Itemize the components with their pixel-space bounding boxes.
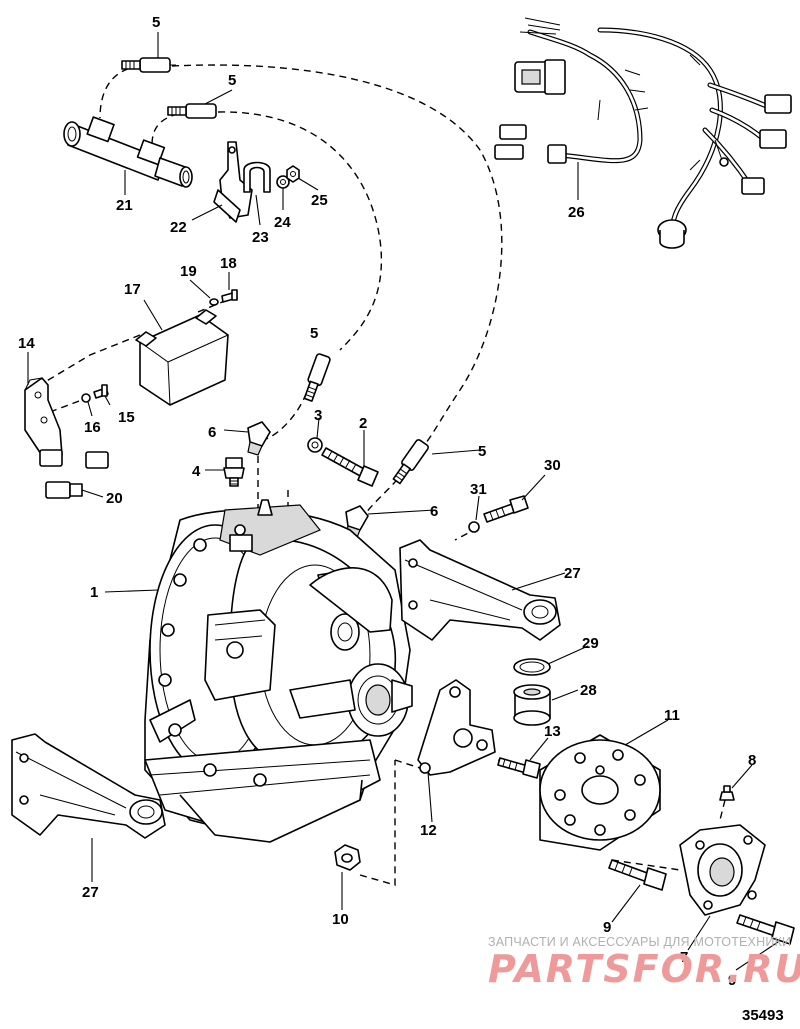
engine-mount-27-right [399, 539, 561, 641]
callout-6: 6 [208, 424, 216, 441]
watermark-tagline: ЗАПЧАСТИ И АКСЕССУАРЫ ДЛЯ МОТОТЕХНИКИ [488, 935, 791, 949]
callout-24: 24 [274, 214, 291, 231]
wiring-harness [494, 17, 792, 249]
callout-9: 9 [603, 919, 611, 936]
manifold-tube [63, 116, 193, 188]
sensor-5-top [121, 57, 176, 73]
callout-1: 1 [90, 584, 98, 601]
callout-15: 15 [118, 409, 135, 426]
callout-19: 19 [180, 263, 197, 280]
bolt-13 [497, 757, 541, 779]
callout-27: 27 [564, 565, 581, 582]
drive-coupler-11 [539, 734, 661, 851]
sensor-5-middle [167, 103, 217, 119]
callout-7: 7 [680, 949, 688, 966]
control-module-17 [135, 309, 229, 406]
bushing-28 [513, 684, 551, 726]
bracket-clamp-22 [213, 141, 253, 223]
grease-fitting-8 [719, 785, 735, 801]
bolt-2 [321, 447, 379, 487]
elbow-fitting-6-left [247, 421, 271, 456]
callout-31: 31 [470, 481, 487, 498]
callout-22: 22 [170, 219, 187, 236]
callout-2: 2 [359, 415, 367, 432]
callout-12: 12 [420, 822, 437, 839]
mounting-bracket-14 [24, 377, 63, 461]
callout-3: 3 [314, 407, 322, 424]
drawing-number: 35493 [742, 1007, 784, 1024]
washer-16 [81, 393, 91, 403]
callout-6: 6 [430, 503, 438, 520]
callout-4: 4 [192, 463, 201, 480]
callout-28: 28 [580, 682, 597, 699]
connector-20 [39, 449, 109, 499]
leader-lines [27, 32, 779, 971]
callout-16: 16 [84, 419, 101, 436]
callout-26: 26 [568, 204, 585, 221]
callout-18: 18 [220, 255, 237, 272]
callout-27: 27 [82, 884, 99, 901]
callout-9: 9 [728, 972, 736, 989]
sensor-5-lower [303, 353, 331, 402]
callout-25: 25 [311, 192, 328, 209]
watermark-logo: PARTSFOR.RU [488, 947, 800, 991]
callout-10: 10 [332, 911, 349, 928]
watermark: ЗАПЧАСТИ И АКСЕССУАРЫ ДЛЯ МОТОТЕХНИКИ PA… [488, 935, 800, 991]
callout-5: 5 [152, 14, 160, 31]
callout-29: 29 [582, 635, 599, 652]
callout-14: 14 [18, 335, 35, 352]
bolt-9-left [608, 859, 667, 891]
mount-plate-12 [417, 679, 496, 776]
callout-17: 17 [124, 281, 141, 298]
callout-13: 13 [544, 723, 561, 740]
washer-3 [307, 437, 323, 453]
callout-8: 8 [748, 752, 756, 769]
transmission-housing-1 [144, 499, 413, 843]
washer-31 [468, 521, 480, 533]
callout-20: 20 [106, 490, 123, 507]
callout-23: 23 [252, 229, 269, 246]
callout-5: 5 [228, 72, 236, 89]
o-ring-29 [513, 658, 551, 676]
bolt-9-right [736, 914, 795, 945]
callout-30: 30 [544, 457, 561, 474]
drive-flange-7 [679, 824, 766, 916]
washer-19 [209, 298, 219, 306]
callout-5: 5 [310, 325, 318, 342]
pressure-switch-4 [223, 457, 245, 487]
callout-21: 21 [116, 197, 133, 214]
sensor-5-right [392, 439, 429, 485]
callout-labels: 5 5 5 5 21 22 23 24 25 26 17 19 18 14 16… [18, 14, 756, 989]
screw-30 [483, 495, 529, 523]
nut-10 [334, 844, 361, 871]
nut-25 [286, 165, 300, 183]
clamp-23 [243, 161, 271, 193]
screw-15 [93, 384, 109, 399]
screw-18 [221, 289, 238, 303]
engine-mount-27-left [11, 733, 166, 839]
callout-5: 5 [478, 443, 486, 460]
callout-11: 11 [664, 707, 680, 724]
